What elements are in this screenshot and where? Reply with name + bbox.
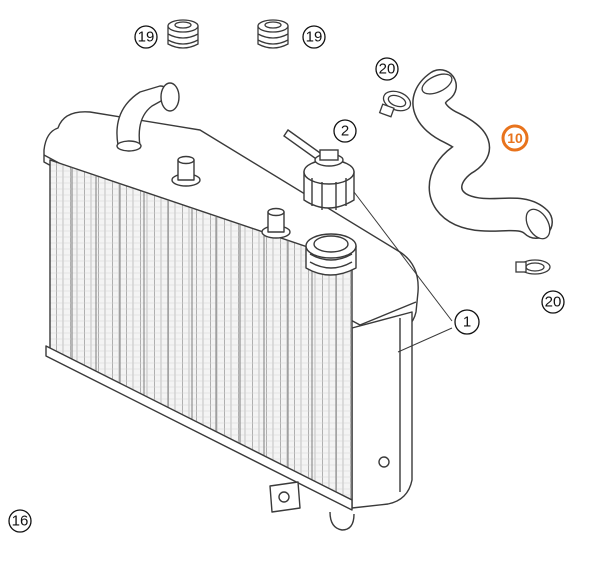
callout-20-lower[interactable]: 20 <box>541 290 565 314</box>
callout-2-label: 2 <box>341 123 349 140</box>
inlet-pipe <box>116 82 180 152</box>
callout-16-label: 16 <box>12 513 29 530</box>
grommet-left[interactable] <box>167 19 199 49</box>
top-fitting-left <box>171 155 201 187</box>
radiator-side-tank <box>351 311 413 509</box>
callout-2[interactable]: 2 <box>333 119 357 143</box>
callout-16[interactable]: 16 <box>8 509 32 533</box>
callout-19-left[interactable]: 19 <box>134 25 158 49</box>
leader-lines <box>353 191 453 353</box>
callout-20-upper[interactable]: 20 <box>375 57 399 81</box>
filler-neck <box>305 233 357 276</box>
radiator[interactable] <box>43 82 419 531</box>
top-fitting-right <box>261 207 291 239</box>
callout-1-label: 1 <box>463 314 471 331</box>
callout-10-label: 10 <box>507 130 523 146</box>
radiator-hose[interactable] <box>412 69 555 243</box>
drain-hole <box>378 456 390 468</box>
callout-10[interactable]: 10 <box>501 124 529 152</box>
callout-20-lower-label: 20 <box>545 294 562 311</box>
callout-19-right-label: 19 <box>306 29 323 46</box>
callout-1[interactable]: 1 <box>454 309 480 335</box>
callout-19-right[interactable]: 19 <box>302 25 326 49</box>
bracket-hole <box>278 491 290 503</box>
hose-clamp-upper[interactable] <box>378 88 414 118</box>
bottom-outlet <box>329 511 355 531</box>
callout-19-left-label: 19 <box>138 29 155 46</box>
radiator-bottom-rail <box>45 345 353 511</box>
hose-clamp-lower[interactable] <box>515 259 551 275</box>
callout-20-upper-label: 20 <box>379 61 396 78</box>
grommet-right[interactable] <box>257 19 289 49</box>
radiator-cap[interactable] <box>283 129 355 210</box>
